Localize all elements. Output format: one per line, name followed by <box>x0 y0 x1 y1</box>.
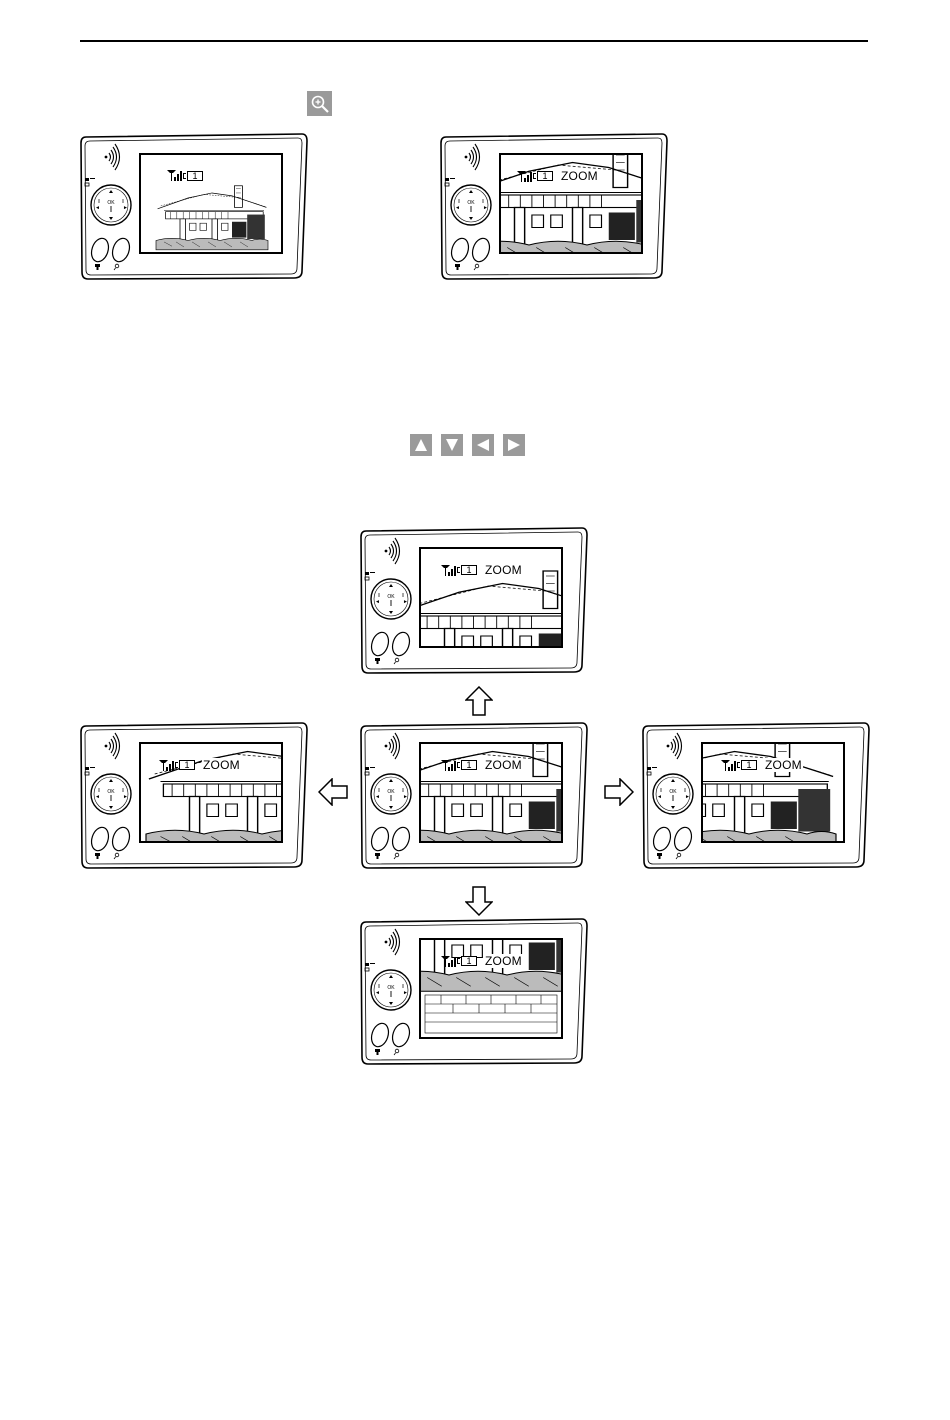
osd-bar: 1 ZOOM <box>441 954 523 968</box>
monitor-screen: 1 ZOOM <box>419 547 563 648</box>
camera-number: 1 <box>537 171 553 181</box>
camera-number: 1 <box>179 760 195 770</box>
monitor-after-zoom: 1 ZOOM <box>440 133 668 280</box>
camera-number: 1 <box>741 760 757 770</box>
zoom-in-magnifier-icon <box>307 91 332 116</box>
signal-strength-icon <box>441 955 457 968</box>
osd-bar: 1 ZOOM <box>441 563 523 577</box>
top-rule <box>80 40 868 42</box>
monitor-pan-up: 1 ZOOM <box>360 527 588 674</box>
osd-bar: 1 ZOOM <box>441 758 523 772</box>
house-image <box>141 155 281 252</box>
camera-number: 1 <box>461 760 477 770</box>
up-triangle-icon <box>410 434 432 456</box>
signal-strength-icon <box>441 759 457 772</box>
camera-number: 1 <box>461 956 477 966</box>
signal-strength-icon <box>721 759 737 772</box>
pan-up-arrow-icon <box>465 686 493 716</box>
zoom-indicator: ZOOM <box>484 563 523 577</box>
signal-strength-icon <box>167 169 183 182</box>
monitor-screen: 1 ZOOM <box>419 742 563 843</box>
pan-right-arrow-icon <box>604 778 634 806</box>
signal-strength-icon <box>159 759 175 772</box>
right-triangle-icon <box>503 434 525 456</box>
monitor-pan-center: 1 ZOOM <box>360 722 588 869</box>
camera-number: 1 <box>187 171 203 181</box>
monitor-pan-right: 1 ZOOM <box>642 722 870 869</box>
osd-bar: 1 ZOOM <box>517 169 599 183</box>
pan-left-arrow-icon <box>318 778 348 806</box>
zoom-indicator: ZOOM <box>202 758 241 772</box>
signal-strength-icon <box>517 170 533 183</box>
osd-bar: 1 ZOOM <box>721 758 803 772</box>
zoom-indicator: ZOOM <box>560 169 599 183</box>
monitor-screen: 1 <box>139 153 283 254</box>
monitor-screen: 1 ZOOM <box>419 938 563 1039</box>
signal-strength-icon <box>441 564 457 577</box>
monitor-screen: 1 ZOOM <box>139 742 283 843</box>
monitor-pan-down: 1 ZOOM <box>360 918 588 1065</box>
monitor-pan-left: 1 ZOOM <box>80 722 308 869</box>
left-triangle-icon <box>472 434 494 456</box>
osd-bar: 1 ZOOM <box>159 758 241 772</box>
zoom-indicator: ZOOM <box>484 758 523 772</box>
monitor-screen: 1 ZOOM <box>701 742 845 843</box>
monitor-before-zoom: 1 <box>80 133 308 280</box>
zoom-indicator: ZOOM <box>484 954 523 968</box>
monitor-screen: 1 ZOOM <box>499 153 643 254</box>
osd-bar: 1 <box>167 169 203 182</box>
camera-number: 1 <box>461 565 477 575</box>
pan-down-arrow-icon <box>465 886 493 916</box>
down-triangle-icon <box>441 434 463 456</box>
zoom-indicator: ZOOM <box>764 758 803 772</box>
